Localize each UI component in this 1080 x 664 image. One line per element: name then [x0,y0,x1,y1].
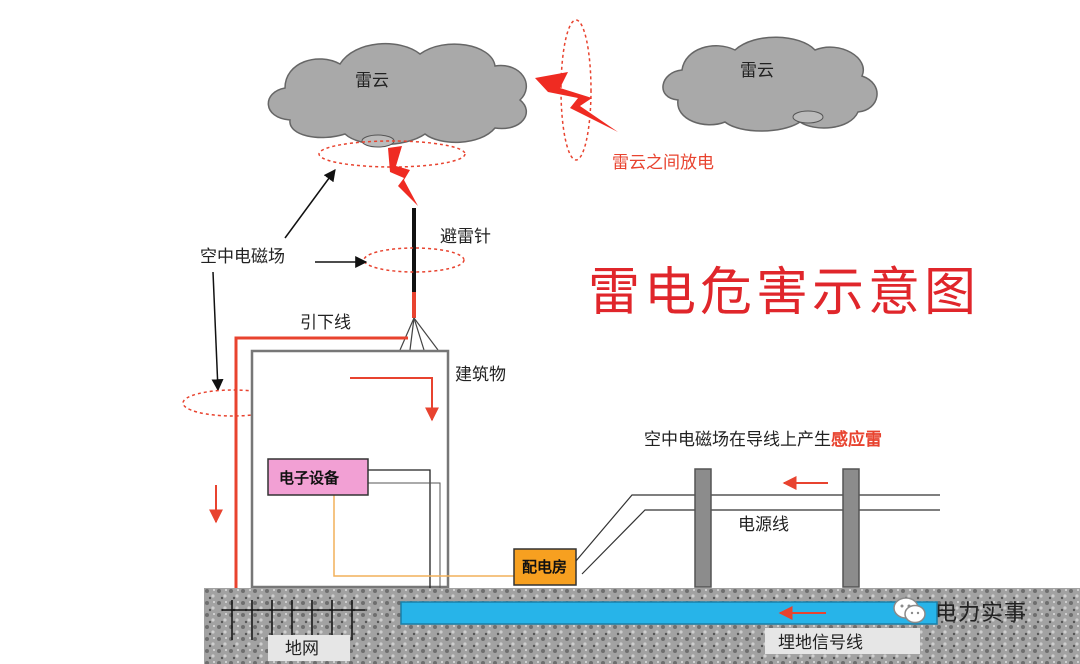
watermark-text: 电力实事 [935,601,1028,626]
buried-signal-line-label-bg [765,628,920,654]
cloud-right-label: 雷云 [740,61,774,81]
signal-wire [368,469,431,612]
ground-grid-label-bg [268,635,350,661]
buried-signal-line [400,601,938,625]
lightning-strike-bolt [388,146,418,206]
cloud-discharge-label: 雷云之间放电 [612,153,714,173]
building-label: 建筑物 [455,365,506,385]
power-line-label: 电源线 [738,515,789,535]
distribution-box-label: 配电房 [522,558,567,576]
distribution-box [513,548,577,586]
power-line-lower [581,509,940,575]
thundercloud-right: 雷云 [662,36,878,132]
em-field-arrow-up [284,169,336,239]
down-conductor [234,336,408,610]
wechat-icon [893,597,926,624]
down-conductor-label: 引下线 [300,313,351,333]
power-line-upper [569,494,940,569]
air-em-field-label: 空中电磁场 [200,247,285,267]
cloud-em-field-ring [318,140,466,168]
utility-pole-2 [842,468,860,588]
electronic-equipment-label: 电子设备 [279,469,340,487]
inter-cloud-lightning-bolt [535,72,618,132]
thundercloud-left: 雷云 [267,42,527,148]
buried-signal-line-label: 埋地信号线 [778,633,863,653]
lightning-rod-label: 避雷针 [440,227,491,247]
rod-fan-wires [399,317,439,351]
signal-wire-2 [368,482,441,612]
utility-pole-1 [694,468,712,588]
ground-grid-label: 地网 [285,639,319,659]
em-field-arrow-down [211,271,224,392]
diagram-title: 雷电危害示意图 [588,263,980,323]
ground-grid [222,600,365,640]
power-feed-wire [333,495,514,577]
cloud-left-label: 雷云 [355,71,389,91]
watermark: 电力实事 [893,595,1027,627]
discharge-field-ring [560,19,592,161]
building-current-arrow [350,377,439,422]
electronic-equipment [267,458,369,496]
induced-lightning-label: 空中电磁场在导线上产生感应雷 [644,429,882,450]
rod-em-field-ring [363,247,465,273]
